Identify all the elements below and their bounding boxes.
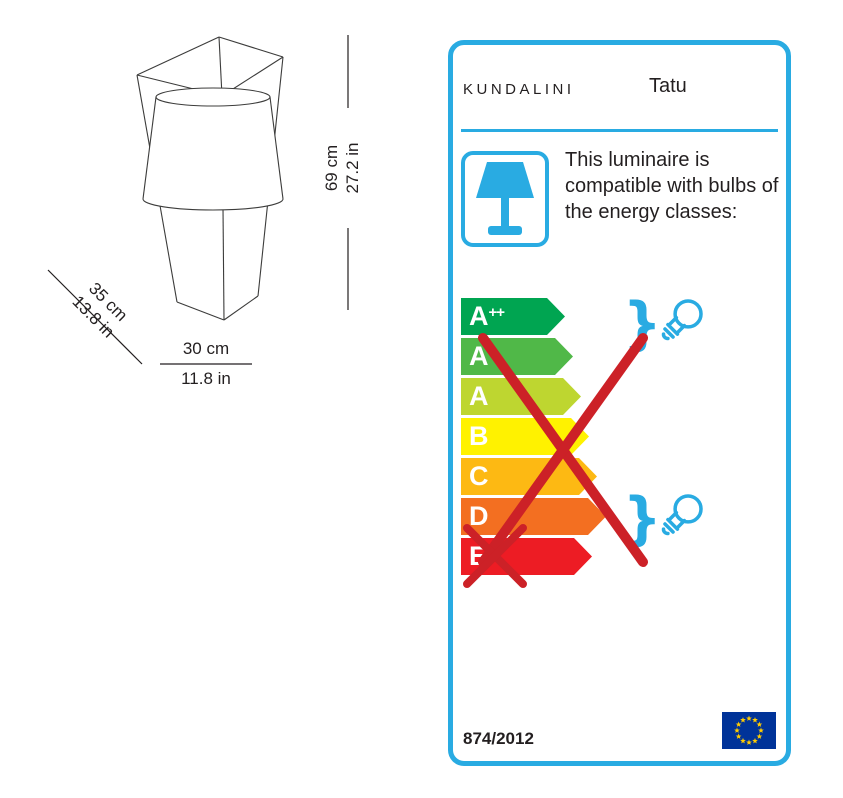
eu-flag-icon (722, 712, 776, 749)
energy-class-arrow-A: A (461, 378, 581, 415)
energy-class-letter: E (469, 541, 488, 571)
energy-label-card: KUNDALINI Tatu This luminaire is compati… (448, 40, 791, 766)
energy-class-arrow-A+: A+ (461, 338, 573, 375)
energy-class-arrow-C: C (461, 458, 597, 495)
energy-class-letter: B (469, 421, 489, 451)
bulb-top-icon (661, 299, 703, 341)
energy-class-letter: A (469, 381, 489, 411)
brand-name: KUNDALINI (463, 81, 575, 98)
lamp-drawing (47, 35, 349, 365)
product-name: Tatu (649, 75, 687, 97)
depth-dimension-line (47, 269, 143, 365)
lamp-icon-box (461, 151, 549, 247)
energy-class-arrow-B: B (461, 418, 589, 455)
lamp-icon (476, 162, 534, 235)
bulb-bottom-icon (661, 494, 703, 536)
compatibility-text: This luminaire is compatible with bulbs … (565, 149, 779, 223)
energy-class-arrow-E: E (461, 538, 592, 575)
height-in: 27.2 in (343, 142, 362, 194)
width-in: 11.8 in (181, 369, 231, 388)
energy-class-arrow-A++: A++ (461, 298, 565, 335)
energy-class-letter: A++ (469, 301, 505, 331)
header-divider (461, 129, 778, 132)
regulation-number: 874/2012 (463, 729, 534, 748)
energy-class-letter: A+ (469, 341, 497, 371)
energy-class-letter: C (469, 461, 489, 491)
width-cm: 30 cm (182, 339, 230, 358)
lamp-shade (142, 87, 284, 211)
height-cm: 69 cm (322, 144, 341, 192)
height-dimension: 69 cm 27.2 in (321, 108, 365, 228)
energy-class-letter: D (469, 501, 489, 531)
energy-class-arrow-D: D (461, 498, 606, 535)
